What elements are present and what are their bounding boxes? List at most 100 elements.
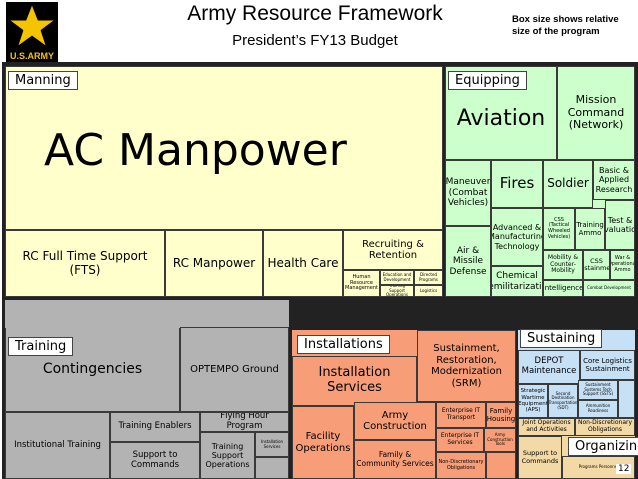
army-constr-tools-box: Army Construction Tools bbox=[484, 428, 516, 452]
page-title: Army Resource Framework bbox=[187, 2, 443, 25]
army-constr-tools-label: Army Construction Tools bbox=[487, 432, 513, 447]
css-wheeled-label: CSS (Tactical Wheeled Vehicles) bbox=[547, 216, 571, 240]
directed-box: Directed Programs bbox=[414, 270, 443, 285]
war-ops-label: War & Operational Ammo bbox=[611, 255, 634, 273]
test-eval-label: Test & Evaluation bbox=[606, 215, 634, 234]
recruiting-label: Recruiting & Retention bbox=[362, 238, 424, 262]
logistics-label: Logistics bbox=[419, 287, 438, 293]
education-box: Education and Development bbox=[380, 270, 414, 285]
war-ops-box: War & Operational Ammo bbox=[610, 250, 635, 280]
facility-ops-box: Facility Operations bbox=[292, 406, 354, 479]
installations-small-box bbox=[486, 452, 516, 479]
rc-manpower-box: RC Manpower bbox=[165, 230, 263, 297]
organizing-tag: Organizing bbox=[568, 437, 638, 456]
intelligence-label: Intelligence bbox=[543, 284, 583, 293]
mobility-label: Mobility & Counter-Mobility bbox=[547, 253, 579, 275]
logo-text: U.S.ARMY bbox=[9, 51, 54, 61]
non-disc-box: Non-Discretionary Obligations bbox=[575, 418, 635, 436]
enterprise-it-svc-box: Enterprise IT Services bbox=[436, 428, 484, 452]
logistics-box: Logistics bbox=[414, 285, 443, 297]
core-logistics-box: Core Logistics Sustainment bbox=[580, 350, 635, 380]
css-wheeled-box: CSS (Tactical Wheeled Vehicles) bbox=[543, 208, 575, 250]
flying-hour-label: Flying Hour Program bbox=[220, 412, 269, 431]
maneuver-label: Maneuver (Combat Vehicles) bbox=[445, 177, 491, 209]
equipping-tag: Equipping bbox=[448, 71, 527, 90]
army-construction-box: Army Construction bbox=[354, 402, 436, 440]
css-sust-box: CSS (Sustainment) bbox=[583, 250, 610, 280]
facility-ops-label: Facility Operations bbox=[295, 431, 351, 454]
training-support-label: Training Support Operations bbox=[205, 441, 250, 470]
depot-box: DEPOT Maintenance bbox=[518, 350, 580, 384]
training-install-svc-label: Installation Services bbox=[260, 438, 284, 449]
institutional-box: Institutional Training bbox=[5, 412, 110, 479]
joint-ops-label: Joint Operations and Activities bbox=[522, 419, 571, 433]
training-header-strip bbox=[5, 300, 289, 328]
army-logo: U.S.ARMY bbox=[6, 2, 58, 64]
soldier-label: Soldier bbox=[547, 176, 589, 191]
advanced-mfg-box: Advanced & Manufacturing Technology bbox=[491, 208, 543, 266]
chem-demil-box: Chemical Demilitarization bbox=[491, 266, 543, 297]
air-missile-label: Air & Missile Defense bbox=[449, 245, 487, 277]
chem-demil-label: Chemical Demilitarization bbox=[492, 271, 542, 292]
recruiting-box: Recruiting & Retention bbox=[343, 230, 443, 270]
installation-services-box: Installation Services bbox=[292, 356, 417, 406]
ac-manpower-box: AC Manpower bbox=[5, 66, 443, 230]
page-subtitle: President’s FY13 Budget bbox=[232, 32, 398, 49]
optempo-box: OPTEMPO Ground bbox=[180, 327, 289, 412]
page-number: 12 bbox=[616, 464, 632, 474]
optempo-label: OPTEMPO Ground bbox=[190, 363, 279, 375]
training-ammo-box: Training Ammo bbox=[575, 208, 605, 250]
mission-command-box: Mission Command (Network) bbox=[557, 66, 635, 160]
training-support-box: Training Support Operations bbox=[200, 432, 255, 479]
ammunition-box: Ammunition Readiness bbox=[578, 400, 618, 418]
strategic-wartime-label: Strategic Wartime Equipment (APS) bbox=[518, 388, 548, 414]
human-resource-label: Human Resource Management bbox=[345, 273, 378, 292]
enterprise-it-box: Enterprise IT Transport bbox=[436, 402, 486, 428]
joint-ops-box: Joint Operations and Activities bbox=[518, 418, 575, 436]
support-commands-box: Support to Commands bbox=[110, 442, 200, 479]
support-commands-label: Support to Commands bbox=[130, 449, 180, 470]
ac-manpower-label: AC Manpower bbox=[44, 124, 347, 176]
training-ammo-label: Training Ammo bbox=[576, 220, 604, 237]
directed-label: Directed Programs bbox=[419, 271, 438, 282]
depot-label: DEPOT Maintenance bbox=[521, 356, 577, 376]
family-housing-label: Family Housing bbox=[486, 406, 516, 423]
non-discretionary-label: Non-Discretionary Obligations bbox=[438, 458, 484, 471]
maneuver-box: Maneuver (Combat Vehicles) bbox=[445, 160, 491, 226]
education-label: Education and Development bbox=[382, 271, 412, 282]
installation-services-label: Installation Services bbox=[318, 365, 391, 395]
army-star-icon bbox=[10, 5, 54, 46]
combat-dev-box: Combat Development bbox=[583, 280, 635, 297]
enablers-box: Training Enablers bbox=[110, 412, 200, 442]
strategic-wartime-box: Strategic Wartime Equipment (APS) bbox=[518, 384, 548, 418]
org-programs-label: Programs Personnel bbox=[578, 464, 619, 470]
human-resource-box: Human Resource Management bbox=[343, 270, 380, 297]
enterprise-it-svc-label: Enterprise IT Services bbox=[440, 432, 480, 446]
org-support-commands-label: Support to Commands bbox=[521, 449, 559, 465]
mission-command-label: Mission Command (Network) bbox=[567, 93, 625, 132]
test-eval-box: Test & Evaluation bbox=[605, 200, 635, 250]
health-care-label: Health Care bbox=[267, 255, 339, 270]
mobility-box: Mobility & Counter-Mobility bbox=[543, 250, 583, 280]
contingencies-label: Contingencies bbox=[42, 361, 143, 378]
srm-box: Sustainment, Restoration, Modernization … bbox=[417, 330, 516, 402]
rc-fts-label: RC Full Time Support (FTS) bbox=[22, 248, 148, 277]
sustainment-systems-box: Sustainment Systems Tech Support (SSTS) bbox=[578, 380, 618, 400]
ammunition-label: Ammunition Readiness bbox=[585, 403, 611, 413]
second-dest-label: Second Destination Transportation (SDT) bbox=[548, 390, 578, 410]
combat-dev-label: Combat Development bbox=[587, 285, 631, 291]
css-sust-label: CSS (Sustainment) bbox=[584, 256, 610, 272]
rc-fts-box: RC Full Time Support (FTS) bbox=[5, 230, 165, 297]
second-dest-box: Second Destination Transportation (SDT) bbox=[548, 384, 578, 418]
basic-applied-box: Basic & Applied Research bbox=[593, 160, 635, 200]
training-install-svc-box: Installation Services bbox=[255, 432, 289, 457]
institutional-label: Institutional Training bbox=[14, 439, 101, 450]
soldier-box: Soldier bbox=[543, 160, 593, 208]
sustainment-systems-label: Sustainment Systems Tech Support (SSTS) bbox=[582, 382, 614, 397]
fires-box: Fires bbox=[491, 160, 543, 208]
enterprise-it-label: Enterprise IT Transport bbox=[441, 407, 481, 421]
core-logistics-label: Core Logistics Sustainment bbox=[583, 356, 632, 373]
installations-tag: Installations bbox=[297, 335, 390, 354]
flying-hour-box: Flying Hour Program bbox=[200, 412, 289, 432]
family-community-label: Family & Community Services bbox=[356, 449, 434, 468]
